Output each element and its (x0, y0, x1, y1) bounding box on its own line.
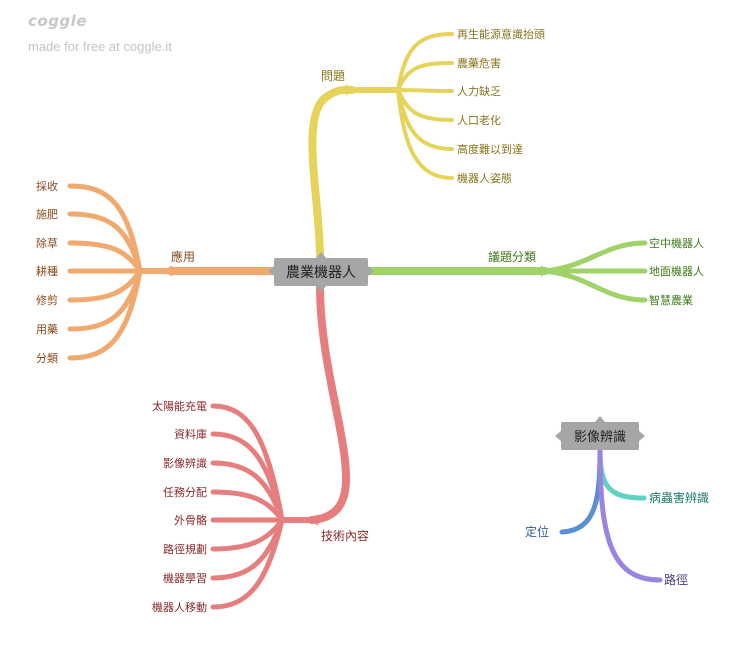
coggle-tagline: made for free at coggle.it (28, 39, 172, 54)
central-node-box (274, 258, 368, 286)
application-item-6[interactable]: 用藥 (36, 323, 58, 336)
connector-to-pest (597, 447, 647, 501)
secondary-node-left-handle (555, 431, 561, 441)
application-item-5[interactable]: 修剪 (36, 293, 58, 307)
technology-item-3[interactable]: 影像辨識 (163, 456, 207, 470)
connector-application-3 (67, 240, 143, 274)
problem-item-6[interactable]: 機器人姿態 (457, 171, 512, 185)
connector-technology-2 (210, 431, 285, 523)
secondary-node-right-handle (639, 431, 645, 441)
problem-item-5[interactable]: 高度難以到達 (457, 142, 523, 156)
category-item-3[interactable]: 智慧農業 (649, 293, 693, 307)
connector-technology-4 (210, 489, 285, 523)
branch-image-recognition (559, 447, 663, 583)
category-item-1[interactable]: 空中機器人 (649, 236, 704, 250)
problem-item-2[interactable]: 農藥危害 (457, 56, 501, 70)
central-node[interactable]: 農業機器人 (268, 252, 374, 292)
branch-problems (308, 32, 454, 262)
problem-item-3[interactable]: 人力缺乏 (457, 84, 501, 98)
technology-label[interactable]: 技術內容 (321, 528, 369, 543)
technology-item-7[interactable]: 機器學習 (163, 571, 207, 585)
application-item-3[interactable]: 除草 (36, 236, 58, 250)
technology-expand-icon[interactable] (310, 514, 319, 526)
central-node-label: 農業機器人 (286, 265, 356, 281)
connector-category-1 (542, 240, 648, 274)
connector-central-to-problems (308, 85, 356, 262)
central-node-bottom-handle (316, 286, 326, 292)
coggle-logo: coggle (28, 12, 87, 30)
connector-category-3 (542, 268, 648, 303)
categories-expand-icon[interactable] (540, 265, 549, 277)
connector-problem-6 (396, 88, 454, 180)
technology-item-8[interactable]: 機器人移動 (152, 600, 207, 614)
connector-application-2 (67, 211, 143, 274)
problem-item-4[interactable]: 人口老化 (457, 113, 501, 127)
branch-applications (67, 183, 279, 361)
connector-technology-3 (210, 460, 285, 523)
connector-to-path (597, 447, 663, 583)
central-node-top-handle (316, 252, 326, 258)
problem-item-1[interactable]: 再生能源意識抬頭 (457, 27, 545, 41)
categories-label[interactable]: 議題分類 (488, 250, 536, 264)
connector-to-positioning (559, 447, 603, 535)
branch-categories (364, 240, 648, 303)
secondary-node-box (561, 422, 639, 450)
connector-problem-2 (396, 61, 454, 92)
problems-label[interactable]: 問題 (321, 69, 345, 83)
application-item-4[interactable]: 耕種 (36, 264, 58, 278)
secondary-node-top-handle (595, 416, 605, 422)
problems-expand-icon[interactable] (345, 84, 354, 96)
connector-application-1 (67, 183, 143, 274)
connector-central-to-technology (308, 282, 351, 524)
technology-item-2[interactable]: 資料庫 (174, 427, 207, 441)
application-item-2[interactable]: 施肥 (36, 208, 58, 221)
central-node-left-handle (268, 266, 274, 276)
technology-item-4[interactable]: 任務分配 (163, 485, 207, 499)
secondary-node-image-recognition[interactable]: 影像辨識 (555, 416, 645, 450)
path-label[interactable]: 路徑 (664, 572, 688, 587)
technology-item-5[interactable]: 外骨骼 (174, 513, 207, 527)
positioning-label[interactable]: 定位 (525, 524, 549, 539)
branch-technology (210, 282, 351, 610)
application-item-7[interactable]: 分類 (36, 352, 58, 365)
connector-application-7 (67, 268, 143, 361)
application-item-1[interactable]: 採收 (36, 179, 58, 193)
connector-problem-1 (396, 32, 454, 92)
connector-technology-8 (210, 517, 285, 610)
applications-expand-icon[interactable] (164, 265, 173, 277)
central-node-right-handle (368, 266, 374, 276)
applications-label[interactable]: 應用 (171, 249, 195, 264)
connector-problem-3 (396, 88, 454, 93)
pest-recognition-label[interactable]: 病蟲害辨識 (649, 490, 709, 505)
category-item-2[interactable]: 地面機器人 (649, 264, 704, 278)
secondary-node-label: 影像辨識 (574, 430, 626, 445)
technology-item-6[interactable]: 路徑規劃 (163, 542, 207, 556)
technology-item-1[interactable]: 太陽能充電 (152, 399, 207, 413)
